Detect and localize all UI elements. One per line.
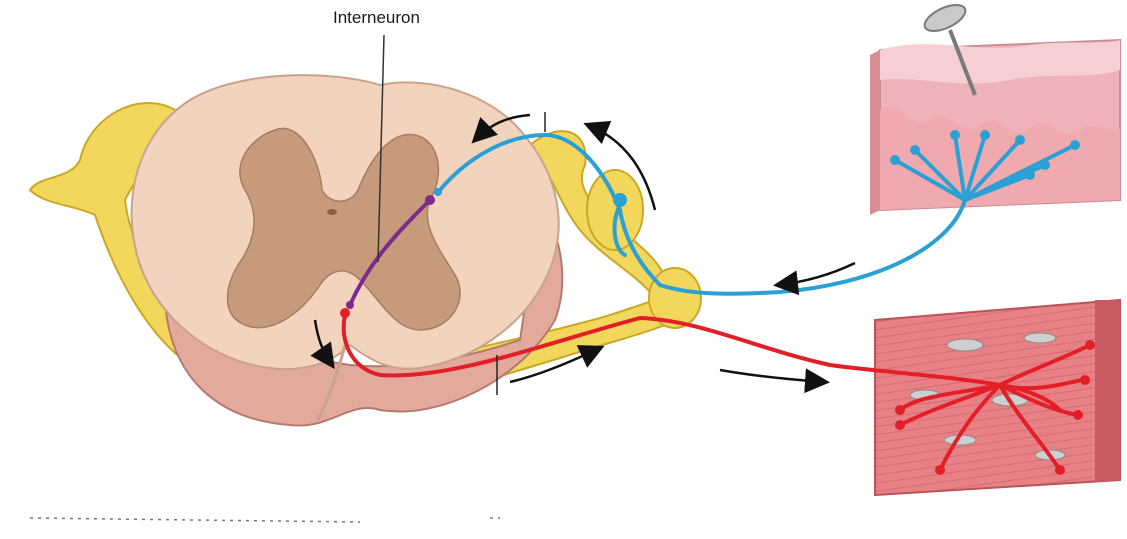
interneuron-label: Interneuron bbox=[333, 8, 420, 28]
caption-artifact bbox=[30, 518, 500, 522]
muscle-block bbox=[875, 300, 1120, 495]
